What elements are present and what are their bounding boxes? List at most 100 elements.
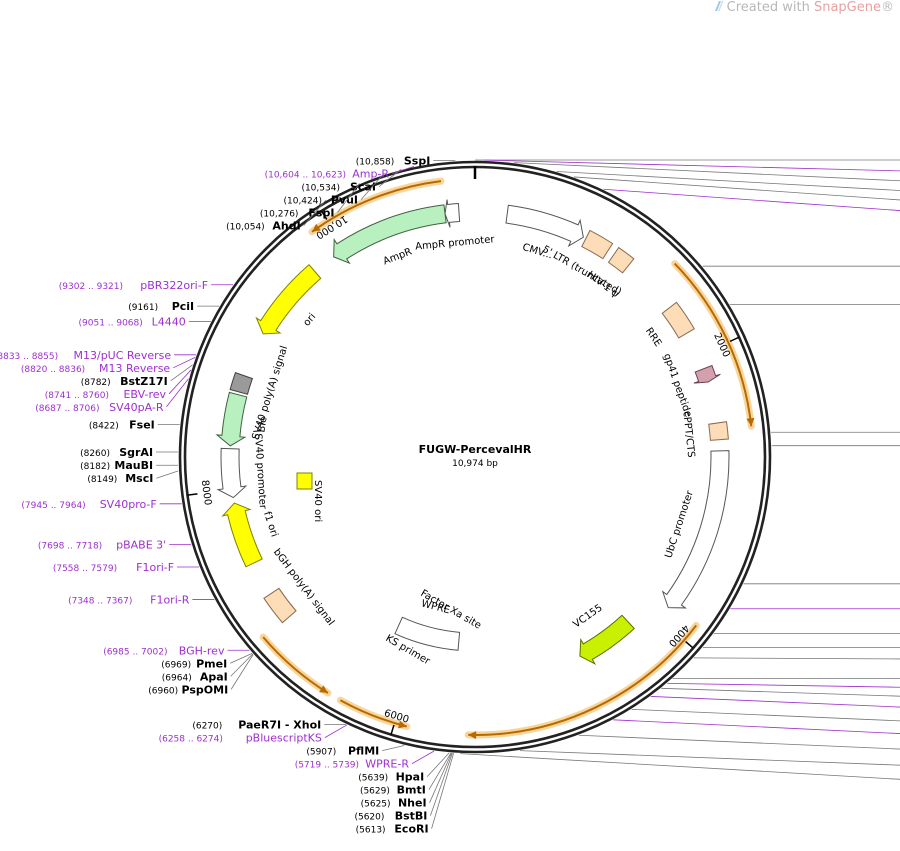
site-pbr322ori-f[interactable]: pBR322ori-F(9302 .. 9321) xyxy=(59,279,208,292)
site-connector-nhei xyxy=(429,752,452,803)
site-connector-pflmi xyxy=(382,745,405,752)
tick-label-3: 8000 xyxy=(199,479,213,506)
site-name: pBR322ori-F xyxy=(140,279,208,292)
site-connector-ndei xyxy=(556,171,900,191)
site-position: (10,424) xyxy=(283,197,322,207)
site-f1ori-r[interactable]: F1ori-R(7348 .. 7367) xyxy=(68,593,190,606)
site-position: (6964) xyxy=(162,673,192,683)
feature-label-cppt-cts: cPPT/CTS xyxy=(680,411,696,458)
site-connector-hpai xyxy=(426,752,450,777)
orf-arrowhead-4 xyxy=(312,223,321,232)
feature-ampr[interactable] xyxy=(333,204,447,265)
site-name: M13/pUC Reverse xyxy=(74,349,172,362)
feature-ble[interactable] xyxy=(215,391,248,447)
feature-5-ltr-truncated[interactable] xyxy=(581,229,614,260)
feature-hiv-1[interactable] xyxy=(607,246,635,274)
site-m13-puc-reverse[interactable]: M13/pUC Reverse(8833 .. 8855) xyxy=(0,349,171,362)
site-scai[interactable]: ScaI(10,534) xyxy=(301,181,376,194)
site-connector-bmti xyxy=(428,752,452,790)
site-sv40pro-f[interactable]: SV40pro-F(7945 .. 7964) xyxy=(21,498,156,511)
site-m13-reverse[interactable]: M13 Reverse(8820 .. 8836) xyxy=(21,362,171,375)
site-maubi[interactable]: MauBI(8182) xyxy=(80,459,153,472)
site-name: NheI xyxy=(398,797,427,810)
feature-gp41-peptide[interactable] xyxy=(693,364,721,384)
site-pbluescriptks[interactable]: pBluescriptKS(6258 .. 6274) xyxy=(159,732,322,745)
feature-cppt-cts[interactable] xyxy=(708,421,729,441)
site-position: (5629) xyxy=(360,787,390,797)
site-paer7i-xhoi[interactable]: PaeR7I - XhoI(6270) xyxy=(192,719,321,732)
site-position: (10,534) xyxy=(301,184,340,194)
tick-mark-4 xyxy=(320,210,328,220)
feature-vc155[interactable] xyxy=(579,614,635,666)
site-sgrai[interactable]: SgrAI (8260) xyxy=(80,446,153,459)
feature-wpre[interactable] xyxy=(394,616,461,651)
site-fspi[interactable]: FspI(10,276) xyxy=(260,207,335,220)
site-name: FspI xyxy=(308,207,334,220)
feature-sv40-ori-box[interactable] xyxy=(296,472,313,490)
site-pmei[interactable]: PmeI(6969) xyxy=(161,657,227,670)
site-amp-r[interactable]: Amp-R(10,604 .. 10,623) xyxy=(265,168,390,181)
feature-label-ampr-promoter: AmpR promoter xyxy=(415,234,496,252)
site-name: AhdI xyxy=(272,220,300,233)
feature-ori[interactable] xyxy=(255,264,322,335)
site-pbabe-3[interactable]: pBABE 3' (7698 .. 7718) xyxy=(38,539,166,552)
site-sv40pa-r[interactable]: SV40pA-R(8687 .. 8706) xyxy=(35,401,164,414)
site-pflmi[interactable]: PflMI(5907) xyxy=(306,745,379,758)
site-name: WPRE-R xyxy=(365,758,409,771)
site-hpai[interactable]: HpaI(5639) xyxy=(358,771,424,784)
site-nhei[interactable]: NheI(5625) xyxy=(361,797,427,810)
site-connector-pvui xyxy=(360,174,384,200)
orf-arcs-layer xyxy=(259,177,755,740)
tick-mark-0 xyxy=(729,336,740,343)
feature-ubc-promoter[interactable] xyxy=(661,450,730,609)
feature-cmv[interactable] xyxy=(505,204,584,248)
snapgene-watermark: Created with SnapGene® xyxy=(714,0,894,15)
site-f1ori-f[interactable]: F1ori-F(7558 .. 7579) xyxy=(53,561,174,574)
site-name: F1ori-R xyxy=(150,593,190,606)
site-name: ApaI xyxy=(200,670,228,683)
tick-mark-2 xyxy=(390,724,395,735)
site-ebv-rev[interactable]: EBV-rev(8741 .. 8760) xyxy=(45,388,167,401)
site-position: (7698 .. 7718) xyxy=(38,542,102,552)
tick-mark-3 xyxy=(187,493,198,496)
site-position: (5719 .. 5739) xyxy=(295,761,359,771)
feature-sv40-poly-a-signal[interactable] xyxy=(229,371,254,395)
site-wpre-r[interactable]: WPRE-R (5719 .. 5739) xyxy=(295,758,410,771)
site-apai[interactable]: ApaI (6964) xyxy=(162,670,228,683)
site-bmti[interactable]: BmtI(5629) xyxy=(360,784,426,797)
site-name: FseI xyxy=(129,419,155,432)
plasmid-name: FUGW-PercevalHR xyxy=(419,443,532,456)
feature-label-rre: RRE xyxy=(643,326,663,349)
feature-sv40-promoter[interactable] xyxy=(216,447,248,499)
watermark-brand: SnapGene xyxy=(813,0,881,15)
feature-ampr-promoter[interactable] xyxy=(444,199,461,228)
site-position: (6960) xyxy=(148,686,178,696)
site-bstbi[interactable]: BstBI(5620) xyxy=(354,810,427,823)
feature-label-ubc-promoter: UbC promoter xyxy=(663,489,696,560)
site-l4440[interactable]: L4440(9051 .. 9068) xyxy=(79,315,186,328)
feature-bgh-poly-a-signal[interactable] xyxy=(263,587,297,624)
site-position: (6969) xyxy=(161,660,191,670)
site-name: L4440 xyxy=(152,315,186,328)
site-ahdi[interactable]: AhdI (10,054) xyxy=(226,220,301,233)
feature-f1-ori[interactable] xyxy=(221,502,263,568)
site-position: (10,054) xyxy=(226,223,265,233)
site-pvui[interactable]: PvuI(10,424) xyxy=(283,194,358,207)
site-position: (9161) xyxy=(128,303,158,313)
site-fsei[interactable]: FseI(8422) xyxy=(89,419,155,432)
site-sspi[interactable]: SspI(10,858) xyxy=(356,155,431,168)
site-connector-ahdi xyxy=(303,199,326,226)
feature-rre[interactable] xyxy=(661,301,695,339)
site-pcii[interactable]: PciI(9161) xyxy=(128,300,194,313)
backbone-inner-strand xyxy=(183,165,767,749)
site-ecori[interactable]: EcoRI(5613) xyxy=(356,823,429,836)
site-position: (8260) xyxy=(80,449,110,459)
site-msci[interactable]: MscI(8149) xyxy=(87,472,153,485)
site-name: SgrAI xyxy=(119,446,153,459)
site-bstz17i[interactable]: BstZ17I(8782) xyxy=(81,375,168,388)
sites-layer: SgrDI(1)pRS-marker(47 .. 66)MluI(231)Nde… xyxy=(0,155,900,836)
site-bgh-rev[interactable]: BGH-rev(6985 .. 7002) xyxy=(103,644,225,657)
site-name: pBABE 3' xyxy=(116,539,166,552)
site-pspomi[interactable]: PspOMI(6960) xyxy=(148,683,228,696)
